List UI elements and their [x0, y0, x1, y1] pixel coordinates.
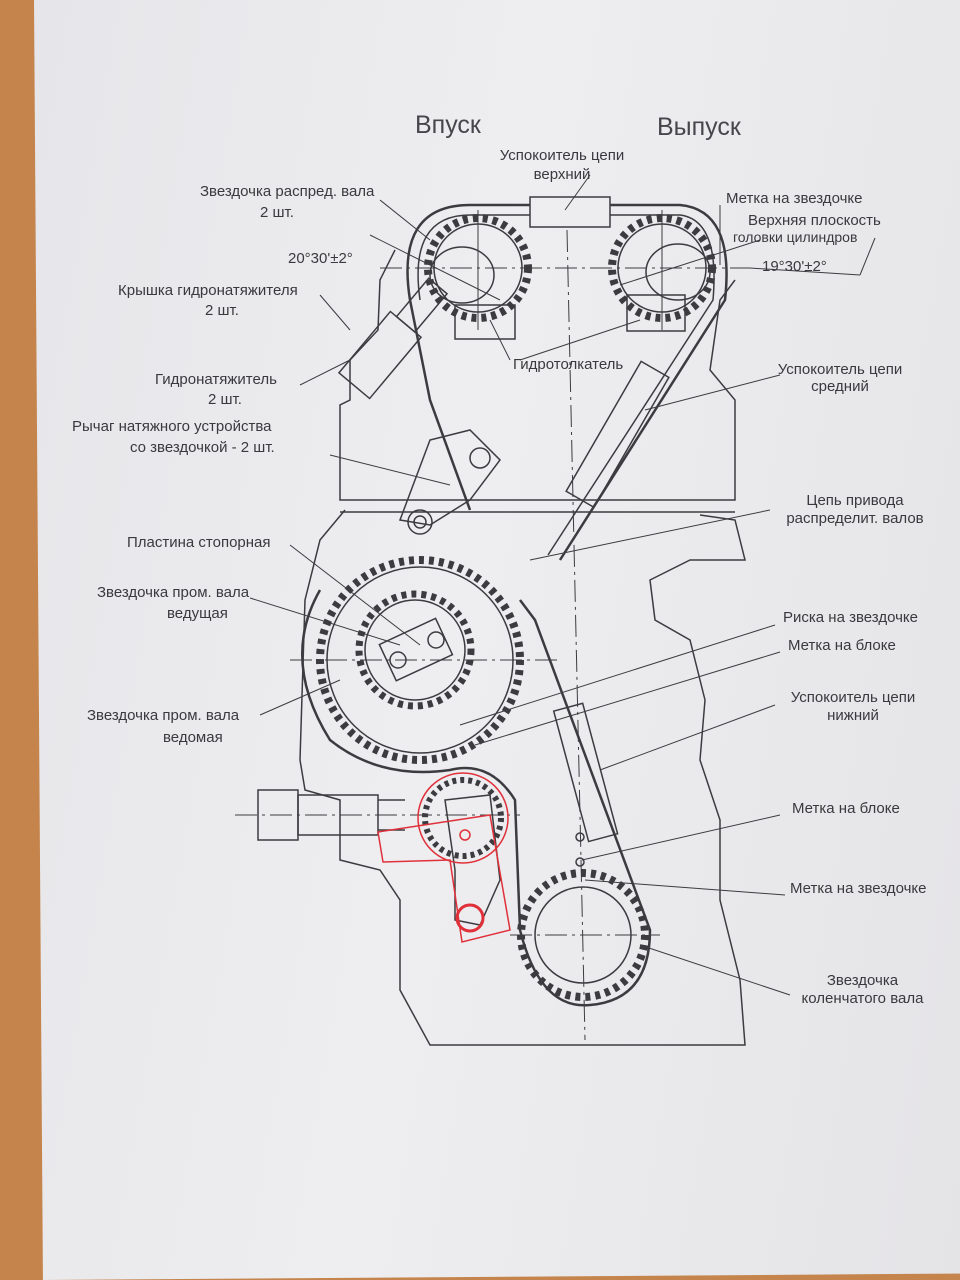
upper-tensioner	[337, 277, 449, 400]
label-sprocket-mark-bottom: Метка на звездочке	[790, 880, 927, 897]
upper-chain	[406, 203, 728, 561]
label-angle-exhaust: 19°30'±2°	[762, 258, 827, 275]
label-angle-intake: 20°30'±2°	[288, 250, 353, 267]
label-lock-plate: Пластина стопорная	[127, 534, 271, 551]
label-sprocket-notch: Риска на звездочке	[783, 609, 918, 626]
label-block-mark-1: Метка на блоке	[788, 637, 896, 654]
crankshaft-sprocket	[517, 832, 649, 1001]
lower-damper	[552, 702, 619, 843]
tensioner-lever	[398, 429, 501, 535]
intermediate-driven-sprocket	[316, 556, 524, 764]
block-outline	[299, 509, 746, 1046]
lower-chain	[300, 589, 652, 1007]
label-block-mark-2: Метка на блоке	[792, 800, 900, 817]
red-overlay	[377, 772, 511, 943]
intermediate-drive-sprocket	[355, 590, 475, 710]
label-hydro-lifter: Гидротолкатель	[513, 356, 624, 373]
lower-tensioner	[257, 777, 504, 926]
intake-header: Впуск	[415, 111, 481, 139]
exhaust-cam-sprocket	[608, 210, 761, 332]
middle-damper	[565, 360, 670, 509]
upper-damper	[529, 196, 611, 228]
label-sprocket-mark-top: Метка на звездочке	[726, 190, 863, 207]
intake-cam-sprocket	[369, 210, 532, 340]
head-outline	[339, 249, 736, 501]
center-line	[566, 229, 586, 1041]
leader-lines	[249, 174, 876, 996]
exhaust-header: Выпуск	[657, 113, 741, 141]
lock-plate	[378, 617, 454, 682]
